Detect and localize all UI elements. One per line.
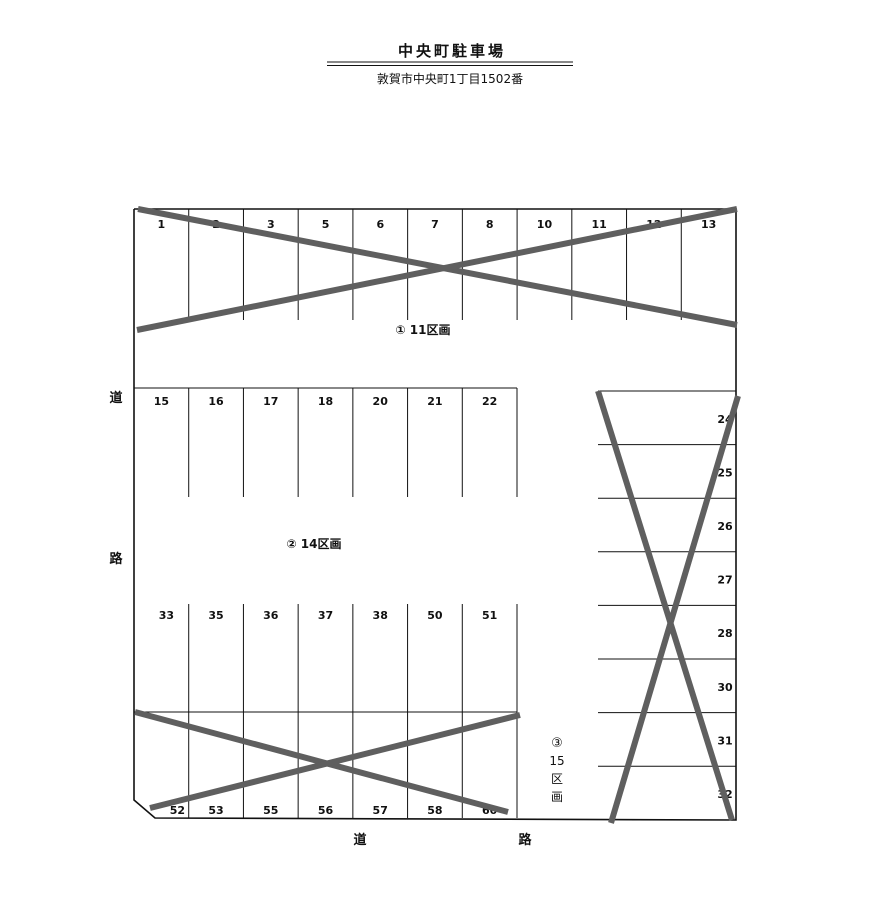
space-numbers: 1235678101112131516171820212233353637385… xyxy=(154,218,733,817)
space-number: 51 xyxy=(482,609,497,622)
lot-boundary xyxy=(133,208,737,821)
space-number: 55 xyxy=(263,804,278,817)
space-number: 13 xyxy=(701,218,716,231)
section-2-label: ② 14区画 xyxy=(286,537,341,551)
space-number: 31 xyxy=(717,734,732,747)
middle-row-dividers xyxy=(188,388,518,497)
space-number: 8 xyxy=(486,218,494,231)
space-number: 52 xyxy=(170,804,185,817)
section-3-mark: ③ xyxy=(551,736,563,751)
space-number: 1 xyxy=(158,218,166,231)
address: 敦賀市中央町1丁目1502番 xyxy=(377,71,523,86)
space-number: 20 xyxy=(373,395,389,408)
road-label-left-bottom: 路 xyxy=(109,551,123,567)
space-number: 17 xyxy=(263,395,278,408)
space-number: 7 xyxy=(431,218,439,231)
road-label-bottom-left: 道 xyxy=(353,832,366,848)
space-number: 50 xyxy=(427,609,443,622)
space-number: 38 xyxy=(373,609,388,622)
space-number: 25 xyxy=(717,466,732,479)
cross-out-line-right xyxy=(608,395,741,824)
space-number: 22 xyxy=(482,395,497,408)
space-number: 35 xyxy=(208,609,223,622)
space-number: 21 xyxy=(427,395,442,408)
space-number: 56 xyxy=(318,804,334,817)
top-row-dividers xyxy=(188,209,682,320)
space-number: 16 xyxy=(208,395,224,408)
space-number: 15 xyxy=(154,395,169,408)
page-title: 中央町駐車場 xyxy=(398,42,506,60)
space-number: 58 xyxy=(427,804,442,817)
cross-out-line-bottom xyxy=(149,712,521,811)
section-3-ku: 区 xyxy=(551,772,563,786)
space-number: 3 xyxy=(267,218,275,231)
cross-out-line-top xyxy=(136,206,738,333)
space-number: 6 xyxy=(376,218,384,231)
space-number: 57 xyxy=(373,804,388,817)
space-number: 18 xyxy=(318,395,333,408)
road-label-left-top: 道 xyxy=(109,390,122,406)
space-number: 28 xyxy=(717,627,732,640)
space-number: 11 xyxy=(592,218,607,231)
space-number: 27 xyxy=(717,574,732,587)
space-number: 5 xyxy=(322,218,330,231)
space-number: 33 xyxy=(159,609,174,622)
section-1-label: ① 11区画 xyxy=(395,323,450,337)
cross-out-line-right xyxy=(595,390,735,821)
section-3-count: 15 xyxy=(549,754,564,768)
road-label-bottom-right: 路 xyxy=(518,832,532,848)
space-number: 36 xyxy=(263,609,279,622)
space-number: 37 xyxy=(318,609,333,622)
space-number: 26 xyxy=(717,520,733,533)
space-number: 53 xyxy=(208,804,223,817)
section-3-ga: 画 xyxy=(551,790,563,804)
space-number: 10 xyxy=(537,218,553,231)
space-number: 30 xyxy=(717,681,733,694)
